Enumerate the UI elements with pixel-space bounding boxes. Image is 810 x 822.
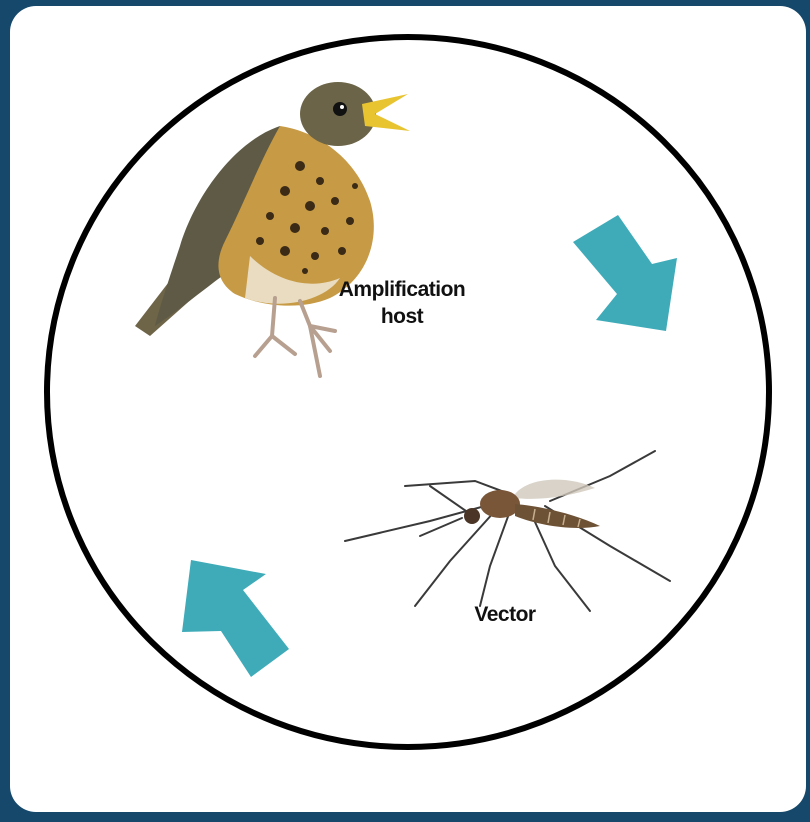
bird-image — [135, 82, 410, 376]
transmission-cycle-diagram — [10, 6, 806, 812]
arrow-down-right-icon — [573, 215, 677, 331]
vector-label: Vector — [450, 601, 560, 628]
vector-label-text: Vector — [450, 601, 560, 628]
diagram-panel: Amplification host Vector — [10, 6, 806, 812]
arrow-up-left-icon — [182, 560, 289, 677]
mosquito-image — [345, 451, 670, 611]
amplification-host-label-line1: Amplification — [312, 276, 492, 303]
cycle-circle — [47, 37, 769, 747]
amplification-host-label-line2: host — [312, 303, 492, 330]
amplification-host-label: Amplification host — [312, 276, 492, 330]
